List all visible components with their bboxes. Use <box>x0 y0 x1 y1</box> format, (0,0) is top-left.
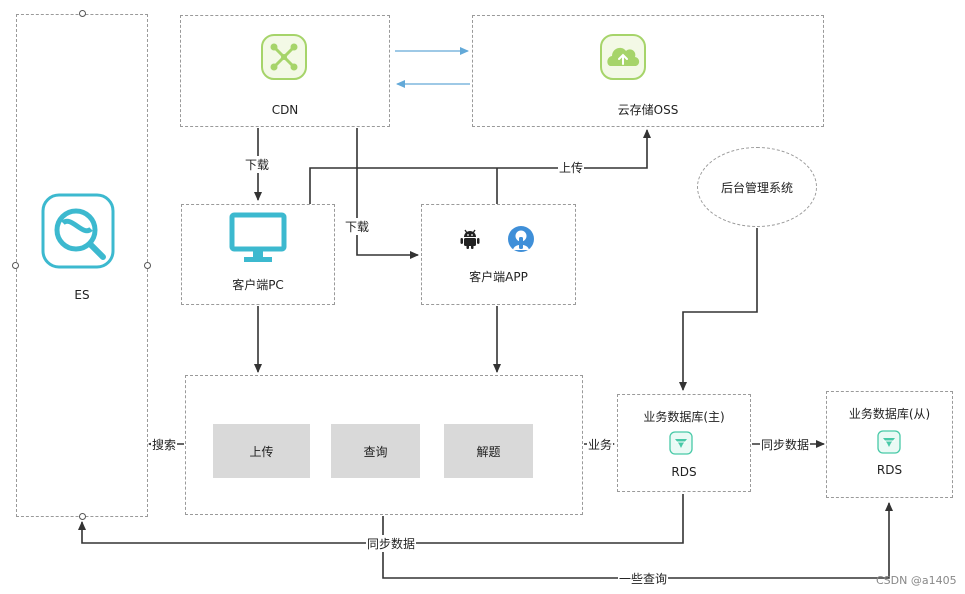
solve-button[interactable]: 解题 <box>444 424 533 478</box>
business-label: 业务 <box>587 436 614 453</box>
cdn-label: CDN <box>271 103 299 117</box>
cloud-storage-icon <box>599 33 647 81</box>
db-slave-rds-label: RDS <box>876 463 903 477</box>
watermark: CSDN @a1405 <box>876 574 957 587</box>
query-button[interactable]: 查询 <box>331 424 420 478</box>
es-label: ES <box>74 288 90 302</box>
user-app-icon <box>507 224 535 254</box>
upload-button[interactable]: 上传 <box>213 424 310 478</box>
resize-handle-left[interactable] <box>12 262 19 269</box>
sync-es-label: 同步数据 <box>366 535 417 552</box>
db-slave-title: 业务数据库(从) <box>848 407 931 421</box>
pc-to-oss-line <box>309 129 651 204</box>
db-slave-node[interactable] <box>826 391 953 498</box>
rds-icon <box>877 430 901 454</box>
resize-handle-top[interactable] <box>79 10 86 17</box>
rds-icon <box>669 431 693 455</box>
download-app-label: 下载 <box>344 218 371 235</box>
sync-master-slave-label: 同步数据 <box>760 436 811 453</box>
app-client-label: 客户端APP <box>469 270 528 284</box>
oss-label: 云存储OSS <box>617 103 679 117</box>
cdn-icon <box>260 33 308 81</box>
android-icon <box>459 228 481 250</box>
download-pc-label: 下载 <box>244 156 271 173</box>
admin-system-node[interactable]: 后台管理系统 <box>697 147 817 227</box>
db-master-title: 业务数据库(主) <box>643 410 725 424</box>
monitor-icon <box>229 212 287 264</box>
elasticsearch-icon <box>41 193 115 269</box>
resize-handle-bottom[interactable] <box>79 513 86 520</box>
cdn-to-app-line <box>356 128 419 259</box>
pc-client-label: 客户端PC <box>232 278 284 292</box>
some-queries-label: 一些查询 <box>618 570 669 587</box>
oss-node[interactable] <box>472 15 824 127</box>
search-label: 搜索 <box>151 436 178 453</box>
upload-oss-label: 上传 <box>558 159 585 176</box>
app-client-node[interactable] <box>421 204 576 305</box>
admin-to-db-line <box>679 228 758 391</box>
db-master-rds-label: RDS <box>671 465 697 479</box>
resize-handle-right[interactable] <box>144 262 151 269</box>
